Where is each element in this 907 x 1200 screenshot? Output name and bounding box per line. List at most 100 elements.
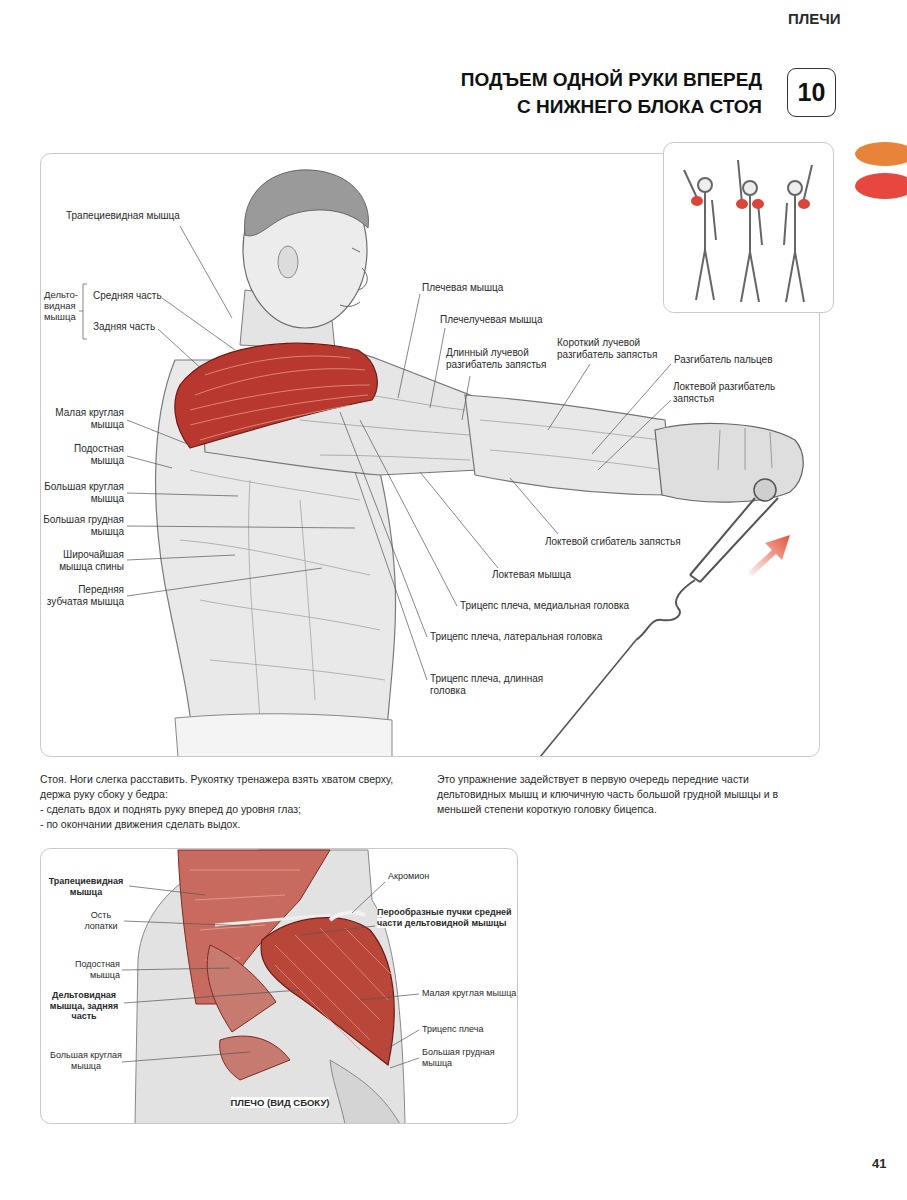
- deltoid-fibres: [190, 356, 370, 440]
- leader-line: [127, 568, 322, 596]
- muscle-label: Локтевой разгибатель запястья: [673, 381, 795, 405]
- triceps: [330, 1060, 400, 1123]
- leader-line: [548, 364, 590, 430]
- back-silhouette: [135, 850, 405, 1123]
- handle-frame: [690, 498, 778, 582]
- leader-lines: [79, 226, 671, 680]
- muscle-label: Ость лопатки: [78, 910, 124, 931]
- section-header-text: ПЛЕЧИ: [788, 10, 841, 27]
- section-tab: [855, 173, 907, 199]
- leader-lines: [122, 882, 419, 1068]
- muscle-label: Трицепс плеча, латеральная головка: [430, 631, 650, 643]
- leader-line: [385, 1030, 419, 1050]
- muscle-label-text: Трицепс плеча, медиальная головка: [460, 600, 629, 611]
- muscle-lines: [180, 470, 385, 720]
- page-number-text: 41: [872, 1156, 886, 1171]
- muscle-label: Локтевая мышца: [492, 569, 612, 581]
- section-header: ПЛЕЧИ: [788, 10, 848, 28]
- description-text-text: Это упражнение задействует в первую очер…: [437, 773, 778, 815]
- muscle-label: Перообразные пучки средней части дельтов…: [377, 907, 513, 928]
- muscle-label-text: Дельто- видная мышца: [44, 289, 78, 322]
- muscle-label-text: Акромион: [388, 871, 429, 881]
- leader-line: [122, 968, 230, 970]
- muscle-label-text: Задняя часть: [93, 321, 155, 332]
- muscle-label: Малая круглая мышца: [422, 988, 517, 999]
- hook: [636, 580, 695, 640]
- muscle-label-text: Локтевая мышца: [492, 569, 571, 580]
- leader-line: [158, 329, 205, 372]
- waistband: [175, 714, 392, 756]
- muscle-label: Дельто- видная мышца: [44, 289, 82, 323]
- forearm: [465, 395, 672, 495]
- figure-head: [743, 181, 757, 195]
- muscle-label-text: Большая круглая мышца: [44, 481, 124, 504]
- thumbnail-panel: [664, 143, 834, 313]
- instruction-text-text: - по окончании движения сделать выдох.: [40, 818, 240, 830]
- instruction-text: Стоя. Ноги слегка расставить. Рукоятку т…: [40, 772, 408, 802]
- leader-line: [510, 478, 558, 534]
- leader-line: [598, 400, 671, 470]
- muscle-label: Большая круглая мышца: [38, 481, 124, 505]
- muscle-label-text: Дельтовидная мышца, задняя часть: [50, 990, 119, 1021]
- leader-line: [122, 1052, 250, 1062]
- badge-number: 10: [798, 78, 826, 107]
- instruction-text: - по окончании движения сделать выдох.: [40, 817, 408, 832]
- figure-head: [698, 178, 712, 192]
- muscle-label-text: Короткий лучевой разгибатель запястья: [557, 337, 657, 360]
- muscle-label: Широчайшая мышца спины: [54, 549, 124, 573]
- number-badge: 10: [787, 68, 836, 117]
- muscle-label: Плечелучевая мышца: [440, 314, 560, 326]
- figure-head: [788, 181, 802, 195]
- deltoid-fibres: [275, 928, 392, 1050]
- leader-line: [127, 456, 172, 468]
- movement-arrow: [748, 535, 790, 576]
- muscle-label: Трицепс плеча, медиальная головка: [460, 600, 680, 612]
- muscle-label-text: Локтевой сгибатель запястья: [545, 536, 681, 547]
- figure-body: [784, 165, 812, 302]
- instruction-text-text: - сделать вдох и поднять руку вперед до …: [40, 803, 301, 815]
- leader-line: [355, 472, 427, 680]
- leader-line: [127, 420, 190, 445]
- muscle-label-text: Трапециевидная мышца: [66, 210, 180, 221]
- panel-caption: ПЛЕЧО (ВИД СБОКУ): [200, 1097, 360, 1108]
- description-text: Это упражнение задействует в первую очер…: [437, 772, 815, 817]
- leader-line: [462, 376, 470, 420]
- leader-line: [127, 555, 235, 560]
- teres-muscle: [220, 1036, 290, 1080]
- figure-panel: [41, 849, 518, 1124]
- muscle-label: Большая грудная мышца: [422, 1047, 502, 1068]
- shoulder-highlight: [798, 199, 810, 209]
- page-title: ПОДЪЕМ ОДНОЙ РУКИ ВПЕРЕД С НИЖНЕГО БЛОКА…: [458, 66, 762, 120]
- muscle-label: Задняя часть: [93, 321, 173, 333]
- leader-line: [340, 412, 427, 637]
- muscle-label-text: Подостная мышца: [74, 443, 124, 466]
- face-lines: [340, 248, 367, 306]
- leader-line: [127, 493, 238, 496]
- cable: [540, 640, 636, 756]
- leader-line: [360, 420, 457, 606]
- muscle-label-text: Локтевой разгибатель запястья: [673, 381, 775, 404]
- shoulder-highlight: [736, 199, 748, 209]
- muscle-label-text: Трапециевидная мышца: [49, 876, 124, 897]
- muscle-label: Плечевая мышца: [422, 282, 532, 294]
- leader-line: [129, 886, 205, 895]
- instruction-text: - сделать вдох и поднять руку вперед до …: [40, 802, 408, 817]
- leader-line: [124, 990, 300, 1003]
- muscle-label-text: Ость лопатки: [84, 910, 117, 931]
- muscle-label: Трицепс плеча, длинная головка: [430, 673, 560, 697]
- leader-line: [430, 328, 445, 408]
- muscle-label: Средняя часть: [93, 290, 173, 302]
- muscle-label: Короткий лучевой разгибатель запястья: [557, 337, 661, 361]
- muscle-label: Подостная мышца: [62, 959, 120, 980]
- muscle-label: Акромион: [388, 871, 468, 882]
- finger-lines: [718, 428, 772, 470]
- muscle-label-text: Плечелучевая мышца: [440, 314, 543, 325]
- leader-line: [180, 226, 232, 318]
- muscle-label: Разгибатель пальцев: [674, 354, 804, 366]
- shoulder-highlight: [752, 199, 764, 209]
- muscle-label-text: Широчайшая мышца спины: [59, 549, 124, 572]
- muscle-label: Дельтовидная мышца, задняя часть: [46, 990, 122, 1022]
- muscle-label: Длинный лучевой разгибатель запястья: [446, 347, 554, 371]
